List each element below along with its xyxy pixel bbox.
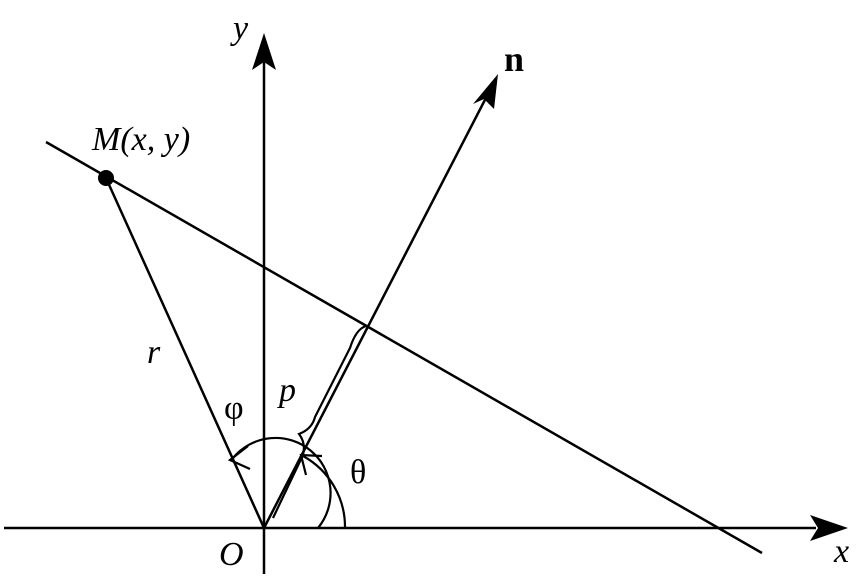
angle-arc-phi bbox=[232, 436, 332, 529]
radius-segment-r bbox=[104, 177, 266, 529]
angle-arc-theta bbox=[302, 455, 347, 529]
x-axis-label: x bbox=[833, 533, 849, 570]
radius-label: r bbox=[147, 334, 161, 371]
y-axis-label: y bbox=[230, 10, 249, 47]
origin-label: O bbox=[219, 536, 244, 573]
point-m-label: M(x, y) bbox=[91, 121, 190, 158]
phi-label: φ bbox=[224, 390, 244, 427]
theta-label: θ bbox=[350, 454, 366, 491]
x-axis bbox=[4, 515, 848, 541]
point-m bbox=[98, 170, 114, 186]
normal-arrowhead bbox=[473, 74, 498, 109]
distance-label: p bbox=[277, 372, 296, 409]
normal-label: n bbox=[504, 39, 524, 79]
angle-arc-phi-arrowhead bbox=[227, 445, 251, 471]
y-axis bbox=[252, 33, 276, 574]
x-axis-arrowhead bbox=[810, 515, 848, 541]
y-axis-arrowhead bbox=[252, 33, 276, 70]
normal-vector-n bbox=[262, 74, 498, 529]
angle-arc-theta-arrowhead bbox=[299, 453, 323, 476]
straight-line bbox=[45, 140, 763, 555]
